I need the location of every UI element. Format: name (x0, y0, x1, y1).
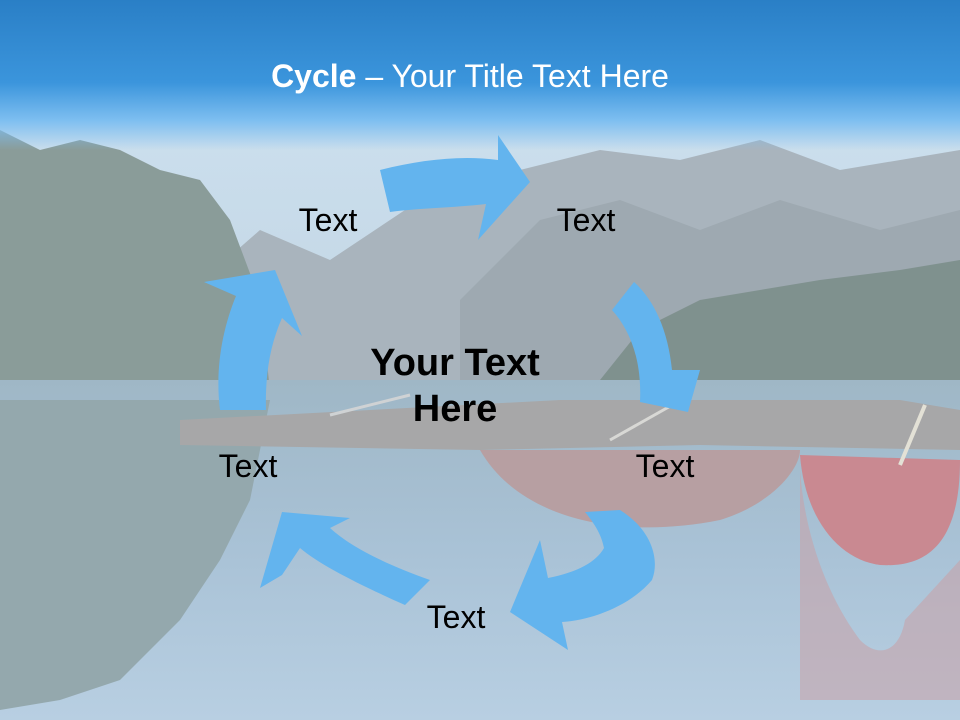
cycle-arrow-right-upper (612, 282, 700, 412)
cycle-label-right: Text (635, 448, 695, 484)
cycle-arrow-right-lower (510, 510, 655, 650)
cycle-label-left: Text (218, 448, 278, 484)
title-regular-part: – Your Title Text Here (356, 58, 669, 94)
cycle-arrow-top (380, 135, 530, 240)
cycle-label-top-left: Text (298, 202, 358, 238)
cycle-label-top-right: Text (556, 202, 616, 238)
center-text: Your Text Here (370, 342, 540, 430)
cycle-arrow-bottom-left (260, 512, 430, 605)
cycle-label-bottom: Text (426, 599, 486, 635)
cycle-arrow-left (204, 270, 302, 410)
slide-title: Cycle – Your Title Text Here (0, 52, 940, 100)
title-bar (0, 0, 960, 150)
title-bold-part: Cycle (271, 58, 357, 94)
